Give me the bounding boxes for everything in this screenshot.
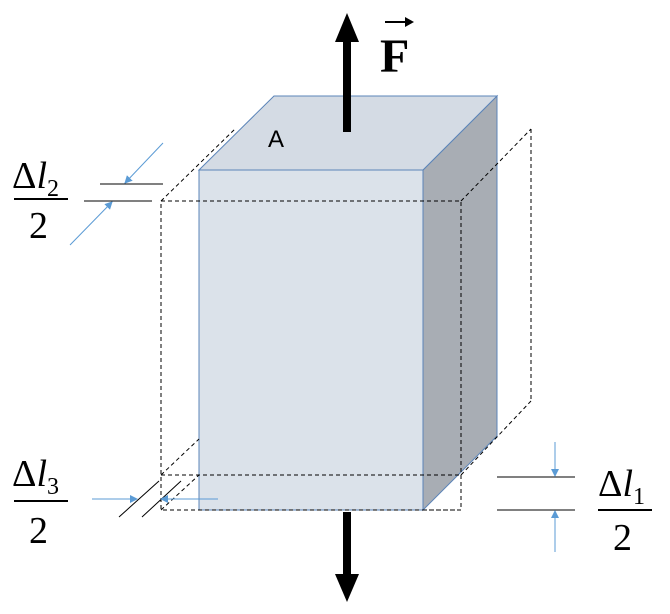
- solid-block: [197, 94, 499, 512]
- fraction-dl1: Δl1 2: [598, 463, 652, 559]
- denominator: 2: [613, 517, 632, 559]
- delta-symbol: Δ: [598, 463, 622, 505]
- dl2-arrows: [69, 142, 164, 246]
- vector-arrow-icon: [385, 17, 414, 27]
- denominator: 2: [29, 205, 48, 247]
- delta-symbol: Δ: [12, 453, 36, 495]
- force-label: F: [380, 17, 414, 83]
- svg-text:Δl1: Δl1: [598, 463, 645, 510]
- delta-symbol: Δ: [12, 155, 36, 197]
- denominator: 2: [29, 510, 48, 552]
- subscript: 3: [47, 474, 59, 500]
- subscript: 2: [47, 176, 59, 202]
- force-arrow-down: [335, 512, 359, 602]
- dl2-dimension: [84, 183, 163, 202]
- subscript: 1: [633, 484, 645, 510]
- length-variable: l: [622, 463, 633, 505]
- dl1-dimension: [497, 476, 575, 511]
- length-variable: l: [36, 155, 47, 197]
- svg-text:Δl2: Δl2: [12, 155, 59, 202]
- force-arrow-up: [335, 13, 359, 132]
- deformed-outline: [160, 128, 532, 511]
- face-label-a: A: [268, 126, 284, 153]
- force-symbol: F: [380, 30, 409, 83]
- dl2-arrow-out: [69, 201, 113, 246]
- fraction-dl3: Δl3 2: [12, 453, 68, 552]
- block-front-face: [198, 169, 424, 511]
- fraction-dl2: Δl2 2: [12, 155, 68, 247]
- length-variable: l: [36, 453, 47, 495]
- dl2-arrow-in: [124, 142, 164, 184]
- svg-text:Δl3: Δl3: [12, 453, 59, 500]
